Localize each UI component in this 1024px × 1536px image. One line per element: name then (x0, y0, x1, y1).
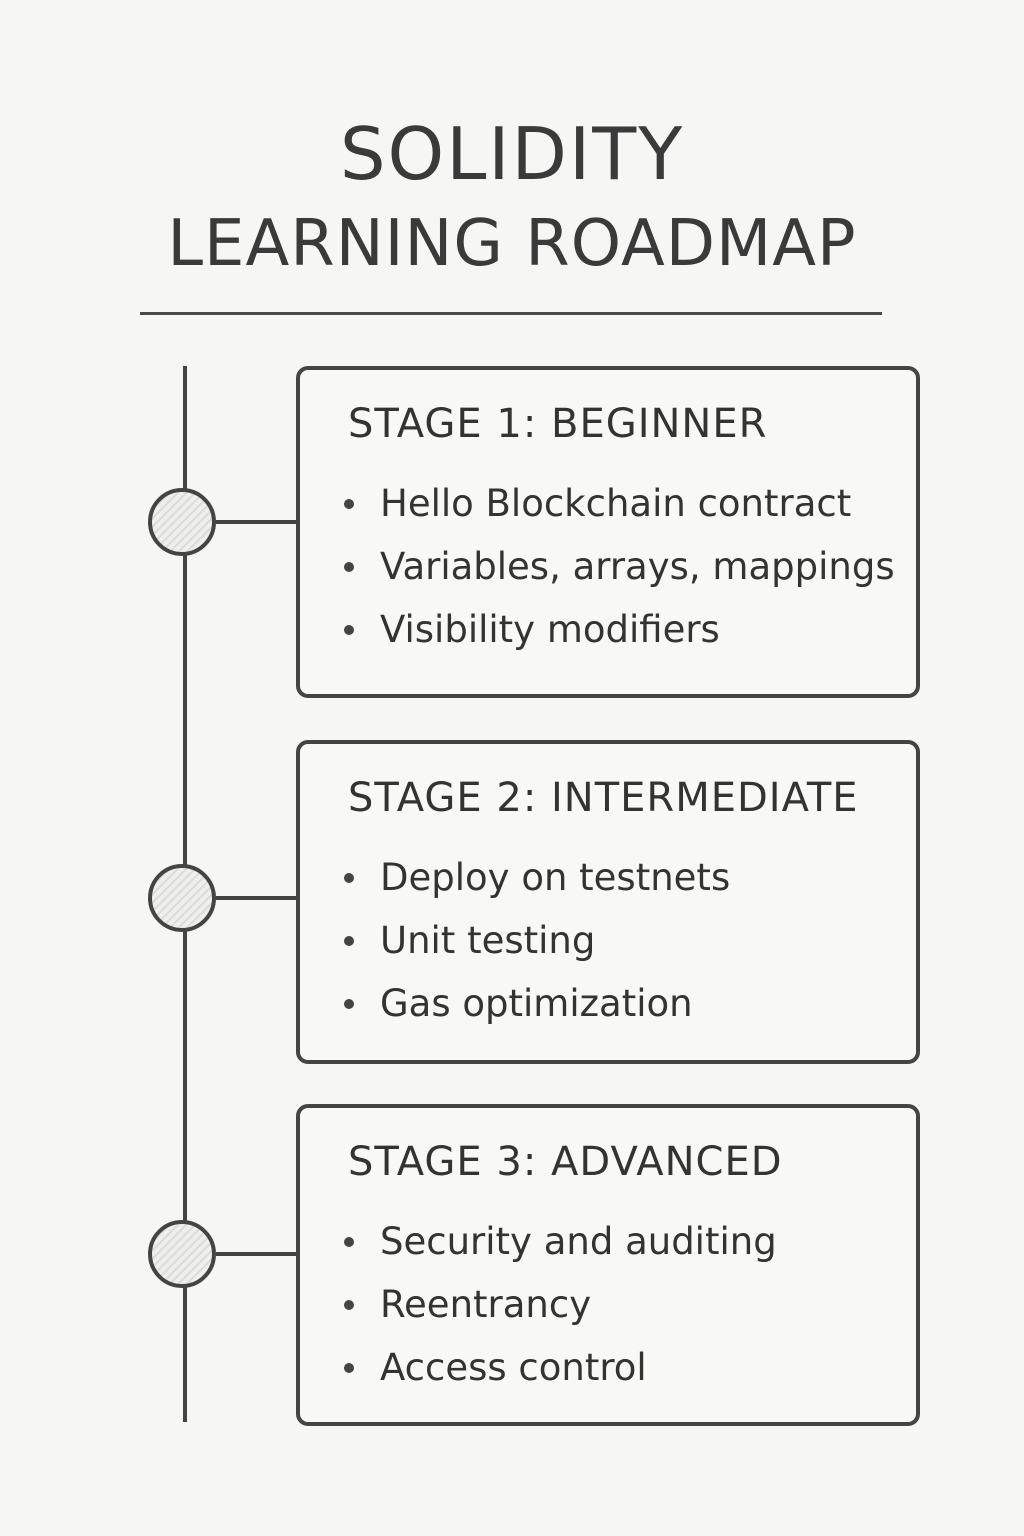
list-item-text: Deploy on testnets (380, 856, 731, 899)
list-item: Deploy on testnets (344, 846, 916, 909)
bullet-icon (344, 1236, 354, 1247)
stage-item-list: Security and auditing Reentrancy Access … (344, 1210, 916, 1399)
list-item: Security and auditing (344, 1210, 916, 1273)
timeline-connector-stage-2 (216, 896, 298, 900)
list-item-text: Gas optimization (380, 982, 693, 1025)
bullet-icon (344, 624, 354, 635)
list-item: Access control (344, 1336, 916, 1399)
stage-title: STAGE 1: BEGINNER (348, 401, 768, 447)
bullet-icon (344, 872, 354, 883)
bullet-icon (344, 998, 354, 1009)
bullet-icon (344, 1362, 354, 1373)
list-item-text: Unit testing (380, 919, 596, 962)
roadmap-title-line-2: LEARNING ROADMAP (167, 207, 857, 281)
list-item-text: Visibility modifiers (380, 608, 720, 651)
timeline-node-stage-2 (148, 864, 216, 932)
stage-card-beginner: STAGE 1: BEGINNER Hello Blockchain contr… (296, 366, 920, 698)
bullet-icon (344, 935, 354, 946)
timeline-connector-stage-1 (216, 520, 298, 524)
timeline-connector-stage-3 (216, 1252, 298, 1256)
list-item-text: Access control (380, 1346, 647, 1389)
list-item: Reentrancy (344, 1273, 916, 1336)
list-item: Unit testing (344, 909, 916, 972)
timeline-node-stage-1 (148, 488, 216, 556)
list-item: Hello Blockchain contract (344, 472, 916, 535)
bullet-icon (344, 498, 354, 509)
stage-card-advanced: STAGE 3: ADVANCED Security and auditing … (296, 1104, 920, 1426)
stage-title: STAGE 2: INTERMEDIATE (348, 775, 859, 821)
bullet-icon (344, 561, 354, 572)
list-item: Variables, arrays, mappings (344, 535, 916, 598)
list-item: Visibility modifiers (344, 598, 916, 661)
stage-card-intermediate: STAGE 2: INTERMEDIATE Deploy on testnets… (296, 740, 920, 1064)
list-item-text: Variables, arrays, mappings (380, 545, 895, 588)
stage-item-list: Hello Blockchain contract Variables, arr… (344, 472, 916, 661)
list-item: Gas optimization (344, 972, 916, 1035)
bullet-icon (344, 1299, 354, 1310)
roadmap-title-line-1: SOLIDITY (339, 112, 685, 196)
stage-item-list: Deploy on testnets Unit testing Gas opti… (344, 846, 916, 1035)
title-divider (140, 312, 882, 315)
list-item-text: Reentrancy (380, 1283, 592, 1326)
list-item-text: Security and auditing (380, 1220, 777, 1263)
list-item-text: Hello Blockchain contract (380, 482, 852, 525)
timeline-node-stage-3 (148, 1220, 216, 1288)
stage-title: STAGE 3: ADVANCED (348, 1139, 783, 1185)
